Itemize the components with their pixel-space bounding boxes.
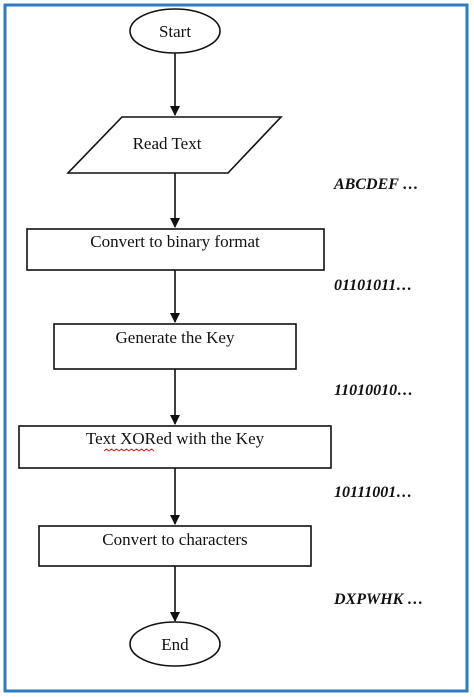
data-annotations: ABCDEF … 01101011… 11010010… 10111001… D…	[333, 176, 423, 608]
xor-box	[18, 425, 332, 469]
xor-label: Text XORed with the Key	[86, 429, 265, 448]
annotation-key-bits: 11010010…	[334, 382, 413, 399]
end-terminator: End	[129, 621, 221, 667]
convert-chars-process: Convert to characters	[38, 525, 312, 567]
diagram-frame	[3, 3, 469, 693]
convert-binary-process: Convert to binary format	[26, 228, 325, 271]
annotation-xor-result: 10111001…	[334, 484, 412, 501]
annotation-plain-text: ABCDEF …	[333, 176, 419, 193]
annotation-cipher-text: DXPWHK …	[333, 591, 423, 608]
generate-key-process: Generate the Key	[53, 323, 297, 370]
read-text-label: Read Text	[133, 134, 202, 153]
annotation-binary-text: 01101011…	[334, 277, 412, 294]
start-ellipse	[129, 8, 221, 54]
xor-process: Text XORed with the Key	[18, 425, 332, 469]
read-text-input: Read Text	[66, 116, 283, 174]
spellcheck-underline	[103, 448, 155, 452]
xor-label-prefix: Text	[86, 429, 120, 448]
xor-label-word: XORed	[120, 429, 172, 448]
start-terminator: Start	[129, 8, 221, 54]
xor-label-suffix: with the Key	[172, 429, 265, 448]
read-text-parallelogram	[66, 116, 283, 174]
start-label: Start	[159, 22, 191, 41]
convert-binary-box	[26, 228, 325, 271]
convert-binary-label: Convert to binary format	[90, 232, 260, 251]
end-label: End	[161, 635, 189, 654]
generate-key-label: Generate the Key	[116, 328, 235, 347]
generate-key-box	[53, 323, 297, 370]
end-ellipse	[129, 621, 221, 667]
convert-chars-box	[38, 525, 312, 567]
convert-chars-label: Convert to characters	[102, 530, 247, 549]
